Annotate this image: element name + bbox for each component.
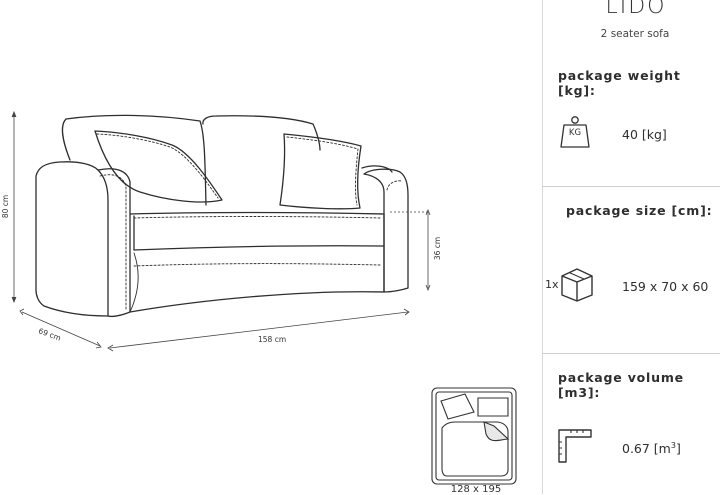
bed-plan-icon: [431, 387, 517, 485]
height-label: 80 cm: [1, 194, 11, 219]
product-title: LIDO: [605, 0, 667, 19]
sofa-cushion-right: [279, 133, 362, 210]
volume-ruler-icon: [557, 428, 593, 464]
bed-size-label: 128 x 195: [450, 484, 502, 495]
package-volume-value: 0.67 [m3]: [622, 441, 681, 456]
sofa-seat: [129, 211, 385, 293]
divider-weight-size: [542, 186, 720, 187]
sofa-armrest-left: [35, 161, 109, 317]
package-weight-title: package weight [kg]:: [558, 68, 681, 98]
package-size-title: package size [cm]:: [566, 203, 713, 218]
sofa-backrest-left: [61, 114, 207, 206]
sofa-backrest-right: [202, 115, 321, 151]
weight-icon-label: KG: [568, 128, 582, 138]
seat-height-label: 36 cm: [433, 236, 443, 261]
product-subtitle: 2 seater sofa: [600, 28, 670, 40]
package-weight-value: 40 [kg]: [622, 127, 667, 142]
sofa-cushion-left: [94, 130, 223, 203]
width-label: 158 cm: [258, 335, 287, 344]
weight-kg-icon: KG: [558, 114, 592, 150]
volume-value-suffix: ]: [675, 441, 681, 457]
package-volume-title: package volume [m3]:: [558, 370, 684, 400]
column-divider: [542, 0, 543, 494]
sofa-drawing: [11, 110, 517, 485]
sofa-armrest-right: [363, 168, 409, 293]
volume-value-sup: 3: [670, 441, 676, 450]
divider-size-volume: [542, 353, 720, 354]
volume-value-text: 0.67 [m: [622, 441, 671, 457]
package-size-value: 159 x 70 x 60: [622, 279, 709, 294]
package-count: 1x: [545, 278, 559, 291]
package-box-icon: [558, 266, 596, 302]
